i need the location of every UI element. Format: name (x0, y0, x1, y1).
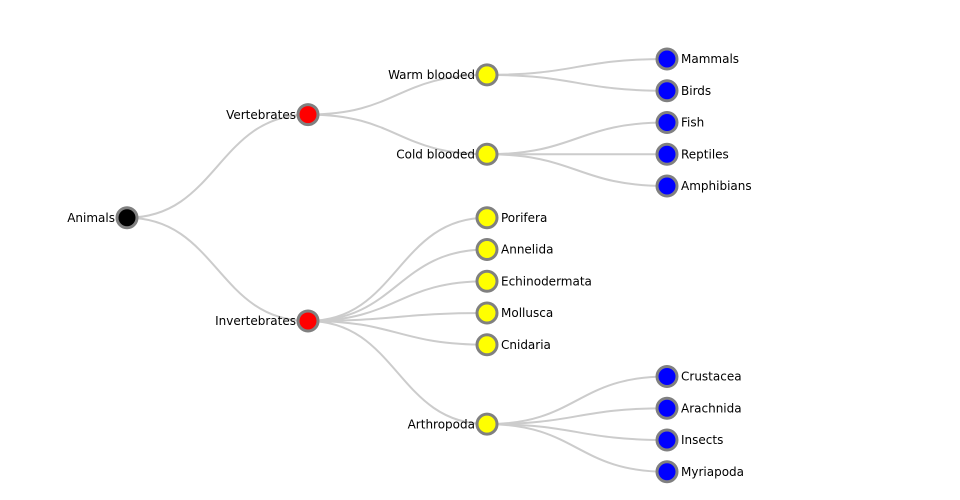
link-arthropoda-to-arachnida (486, 407, 668, 426)
link-arthropoda-to-myriapoda (486, 423, 668, 473)
node-circle-icon[interactable] (475, 238, 499, 261)
node-circle-icon[interactable] (475, 301, 499, 325)
link-arthropoda-to-insects (486, 423, 668, 441)
tree-node-insects[interactable]: Insects (655, 428, 723, 452)
node-circle-icon[interactable] (655, 428, 679, 452)
tree-node-invertebrates[interactable]: Invertebrates (215, 309, 320, 333)
tree-node-porifera[interactable]: Porifera (475, 206, 547, 230)
node-label: Echinodermata (501, 274, 592, 288)
link-arthropoda-to-crustacea (486, 375, 668, 426)
link-invertebrates-to-mollusca (307, 312, 488, 322)
tree-node-mammals[interactable]: Mammals (655, 47, 739, 71)
node-circle-icon[interactable] (475, 333, 499, 357)
node-label: Arthropoda (408, 417, 475, 431)
node-label: Cold blooded (396, 147, 475, 161)
link-invertebrates-to-cnidaria (307, 319, 488, 346)
node-circle-icon[interactable] (655, 396, 679, 420)
node-circle-icon[interactable] (655, 365, 679, 388)
tree-node-amphibians[interactable]: Amphibians (655, 174, 752, 198)
link-vertebrates-to-cold-blooded (307, 113, 488, 156)
link-invertebrates-to-echinodermata (307, 280, 488, 322)
node-label: Birds (681, 84, 711, 98)
link-invertebrates-to-arthropoda (307, 319, 488, 426)
tree-node-arthropoda[interactable]: Arthropoda (408, 412, 499, 436)
link-invertebrates-to-porifera (307, 216, 488, 322)
link-animals-to-vertebrates (126, 113, 309, 219)
link-cold-blooded-to-fish (486, 121, 668, 156)
link-animals-to-invertebrates (126, 216, 309, 322)
node-circle-icon[interactable] (296, 309, 320, 333)
tree-node-birds[interactable]: Birds (655, 79, 711, 103)
node-circle-icon[interactable] (655, 79, 679, 103)
node-label: Fish (681, 116, 704, 130)
node-label: Mollusca (501, 306, 553, 320)
node-label: Warm blooded (388, 68, 475, 82)
node-label: Annelida (501, 243, 553, 257)
tree-node-annelida[interactable]: Annelida (475, 238, 553, 261)
node-circle-icon[interactable] (655, 47, 679, 71)
node-circle-icon[interactable] (475, 63, 499, 87)
node-label: Animals (67, 211, 115, 225)
node-label: Insects (681, 433, 723, 447)
node-label: Crustacea (681, 370, 742, 384)
node-label: Reptiles (681, 147, 729, 161)
tree-node-arachnida[interactable]: Arachnida (655, 396, 742, 420)
node-circle-icon[interactable] (655, 460, 679, 484)
node-circle-icon[interactable] (655, 111, 679, 134)
node-circle-icon[interactable] (475, 269, 499, 293)
tree-node-fish[interactable]: Fish (655, 111, 704, 134)
tree-node-echinodermata[interactable]: Echinodermata (475, 269, 592, 293)
tree-links (126, 58, 668, 473)
tree-node-mollusca[interactable]: Mollusca (475, 301, 553, 325)
node-label: Porifera (501, 211, 547, 225)
node-label: Cnidaria (501, 338, 551, 352)
node-label: Vertebrates (226, 108, 296, 122)
node-label: Arachnida (681, 401, 742, 415)
link-vertebrates-to-warm-blooded (307, 73, 488, 116)
node-circle-icon[interactable] (115, 206, 139, 230)
node-circle-icon[interactable] (475, 142, 499, 166)
node-label: Myriapoda (681, 465, 744, 479)
tree-node-animals[interactable]: Animals (67, 206, 139, 230)
node-circle-icon[interactable] (475, 412, 499, 436)
tree-node-warm-blooded[interactable]: Warm blooded (388, 63, 499, 87)
node-circle-icon[interactable] (655, 142, 679, 166)
node-circle-icon[interactable] (475, 206, 499, 230)
link-cold-blooded-to-amphibians (486, 153, 668, 187)
node-circle-icon[interactable] (296, 103, 320, 127)
link-warm-blooded-to-mammals (486, 58, 668, 76)
tree-node-crustacea[interactable]: Crustacea (655, 365, 742, 388)
tree-node-reptiles[interactable]: Reptiles (655, 142, 729, 166)
node-circle-icon[interactable] (655, 174, 679, 198)
link-invertebrates-to-annelida (307, 248, 488, 322)
node-label: Invertebrates (215, 314, 296, 328)
tree-node-cold-blooded[interactable]: Cold blooded (396, 142, 499, 166)
tree-node-vertebrates[interactable]: Vertebrates (226, 103, 320, 127)
link-warm-blooded-to-birds (486, 73, 668, 92)
tree-node-myriapoda[interactable]: Myriapoda (655, 460, 744, 484)
node-label: Mammals (681, 52, 739, 66)
tree-node-cnidaria[interactable]: Cnidaria (475, 333, 551, 357)
node-label: Amphibians (681, 179, 752, 193)
